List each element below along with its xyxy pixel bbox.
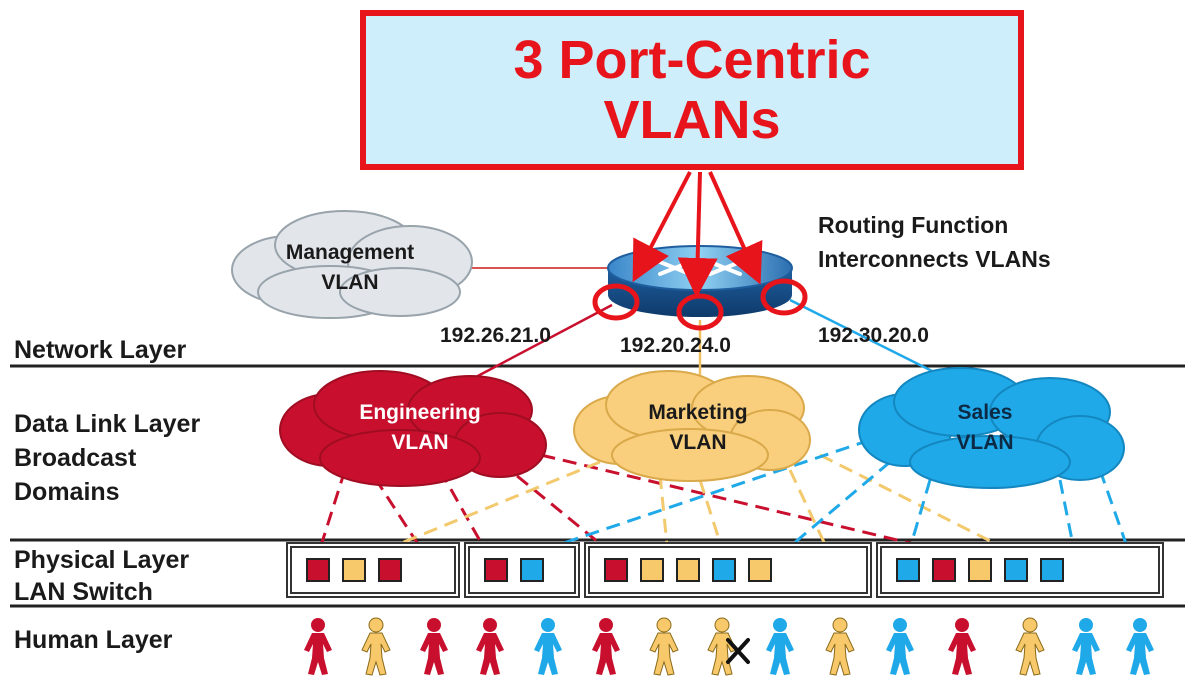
switch-port-marketing: [676, 558, 700, 582]
engineering-label-line-1: Engineering: [359, 401, 481, 424]
people-group: [304, 617, 1154, 676]
sales-label-line-2: VLAN: [956, 431, 1014, 454]
switch-port-marketing: [640, 558, 664, 582]
person-icon: [304, 618, 332, 675]
datalink-layer-label: Data Link Layer: [14, 410, 201, 438]
switch-port-sales: [520, 558, 544, 582]
routing-function-label: Routing Function Interconnects VLANs: [818, 208, 1051, 276]
person-icon: [825, 617, 855, 676]
person-icon: [1072, 618, 1100, 675]
title-line-2: VLANs: [603, 90, 781, 150]
switch-port-marketing: [342, 558, 366, 582]
engineering-router-link: [473, 303, 613, 380]
switch-port-marketing: [748, 558, 772, 582]
marketing-network-address: 192.20.24.0: [620, 334, 731, 357]
marketing-cloud-label: Marketing VLAN: [648, 398, 747, 458]
lan-switch-1: [290, 546, 456, 594]
physical-layer-label: Physical Layer: [14, 546, 190, 574]
switch-port-sales: [1004, 558, 1028, 582]
person-icon: [1015, 617, 1045, 676]
person-icon: [534, 618, 562, 675]
marketing-label-line-1: Marketing: [648, 401, 748, 424]
sales-vlan-cloud: [858, 367, 1125, 489]
switch-port-engineering: [484, 558, 508, 582]
person-icon: [1126, 618, 1154, 675]
lan-switch-3: [588, 546, 868, 594]
human-layer-label: Human Layer: [14, 626, 173, 654]
title-line-1: 3 Port-Centric: [513, 30, 871, 90]
management-vlan-cloud: [231, 210, 473, 319]
lan-switch-2: [468, 546, 576, 594]
sales-network-address: 192.30.20.0: [818, 324, 929, 347]
sales-label-line-1: Sales: [957, 401, 1013, 424]
switch-port-sales: [712, 558, 736, 582]
person-icon: [476, 618, 504, 675]
marketing-label-line-2: VLAN: [669, 431, 727, 454]
routing-line-1: Routing Function: [818, 212, 1009, 238]
switch-port-engineering: [604, 558, 628, 582]
marketing-vlan-cloud: [573, 370, 811, 482]
x-mark-icon: [726, 638, 750, 664]
engineering-network-address: 192.26.21.0: [440, 324, 551, 347]
person-icon: [886, 618, 914, 675]
person-icon: [766, 618, 794, 675]
switch-port-engineering: [306, 558, 330, 582]
switch-port-sales: [1040, 558, 1064, 582]
switch-port-engineering: [378, 558, 402, 582]
person-icon: [649, 617, 679, 676]
person-icon: [948, 618, 976, 675]
title-arrows: [632, 171, 763, 298]
person-icon: [592, 618, 620, 675]
management-cloud-label: Management VLAN: [286, 238, 414, 298]
lan-switch-label: LAN Switch: [14, 578, 153, 606]
sales-cloud-label: Sales VLAN: [956, 398, 1013, 458]
broadcast-label: Broadcast: [14, 444, 137, 472]
switch-port-engineering: [932, 558, 956, 582]
person-icon: [361, 617, 391, 676]
lan-switch-4: [880, 546, 1160, 594]
routing-line-2: Interconnects VLANs: [818, 246, 1051, 272]
engineering-vlan-cloud: [279, 370, 547, 487]
engineering-cloud-label: Engineering VLAN: [359, 398, 480, 458]
switch-port-marketing: [968, 558, 992, 582]
domains-label: Domains: [14, 478, 120, 506]
management-label-line-1: Management: [285, 241, 415, 264]
switch-port-sales: [896, 558, 920, 582]
person-icon: [420, 618, 448, 675]
network-layer-label: Network Layer: [14, 336, 187, 364]
vlan-port-connections: [316, 438, 1132, 557]
management-label-line-2: VLAN: [321, 271, 379, 294]
title-box: 3 Port-Centric VLANs: [360, 10, 1024, 170]
engineering-label-line-2: VLAN: [391, 431, 449, 454]
